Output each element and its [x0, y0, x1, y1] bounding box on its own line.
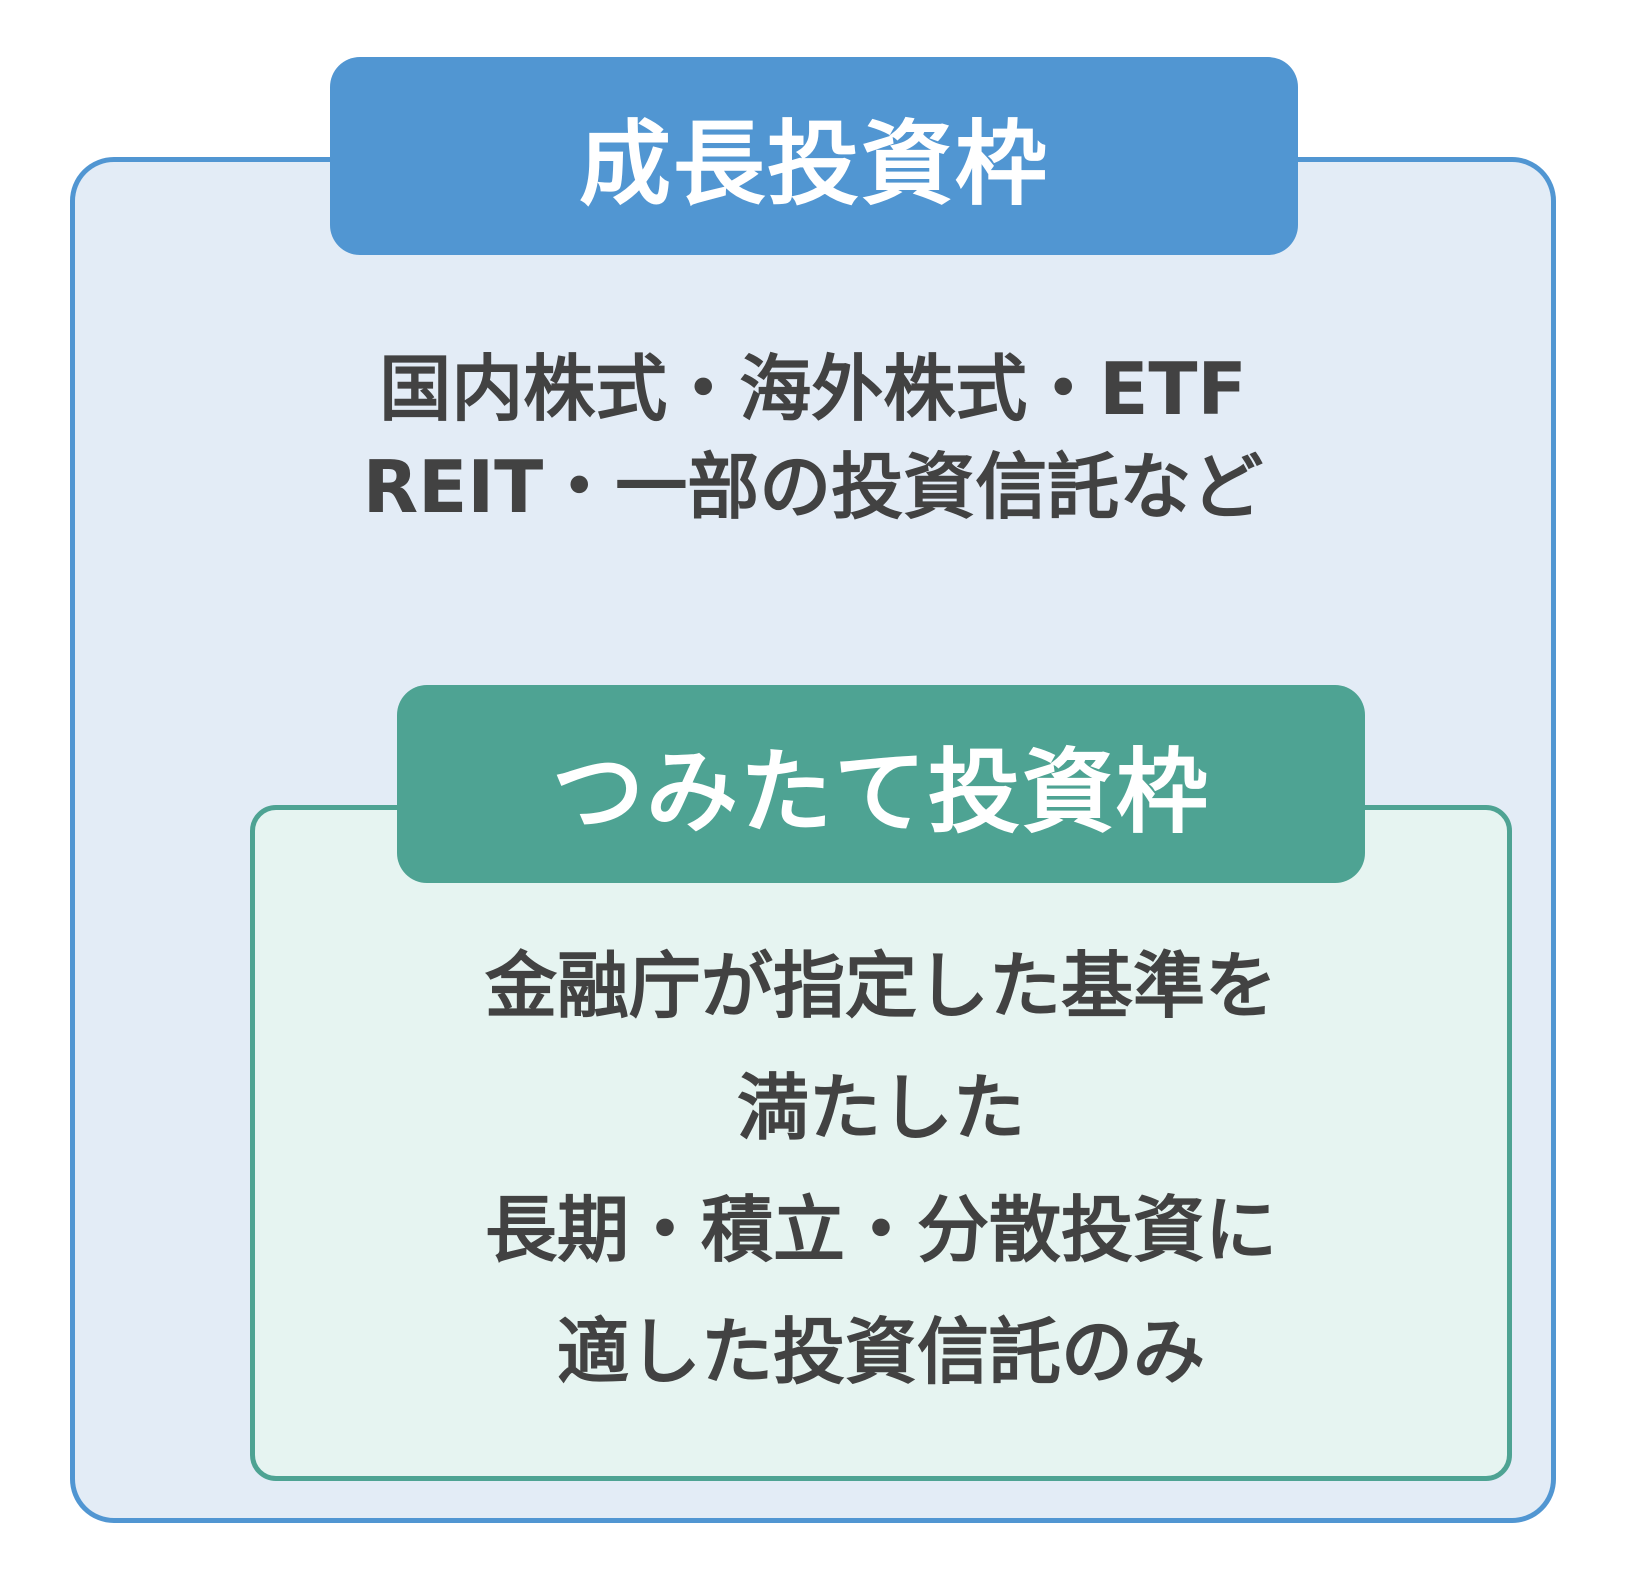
tsumitate-frame-box	[250, 805, 1512, 1481]
tsumitate-frame-description-line: 満たした	[736, 1066, 1025, 1150]
growth-frame-description-line: 国内株式・海外株式・ETF	[379, 347, 1247, 431]
tsumitate-frame-title: つみたて投資枠	[397, 685, 1365, 883]
growth-frame-title: 成長投資枠	[330, 57, 1298, 255]
tsumitate-frame-description-line: 適した投資信託のみ	[556, 1310, 1205, 1394]
tsumitate-frame-description-line: 長期・積立・分散投資に	[484, 1188, 1277, 1272]
growth-frame-description: 国内株式・海外株式・ETF REIT・一部の投資信託など	[110, 340, 1516, 536]
tsumitate-frame-description: 金融庁が指定した基準を 満たした 長期・積立・分散投資に 適した投資信託のみ	[260, 925, 1502, 1413]
growth-frame-title-text: 成長投資枠	[578, 110, 1049, 218]
tsumitate-frame-description-line: 金融庁が指定した基準を	[484, 944, 1277, 1028]
growth-frame-description-line: REIT・一部の投資信託など	[362, 445, 1264, 529]
tsumitate-frame-title-text: つみたて投資枠	[551, 738, 1210, 846]
